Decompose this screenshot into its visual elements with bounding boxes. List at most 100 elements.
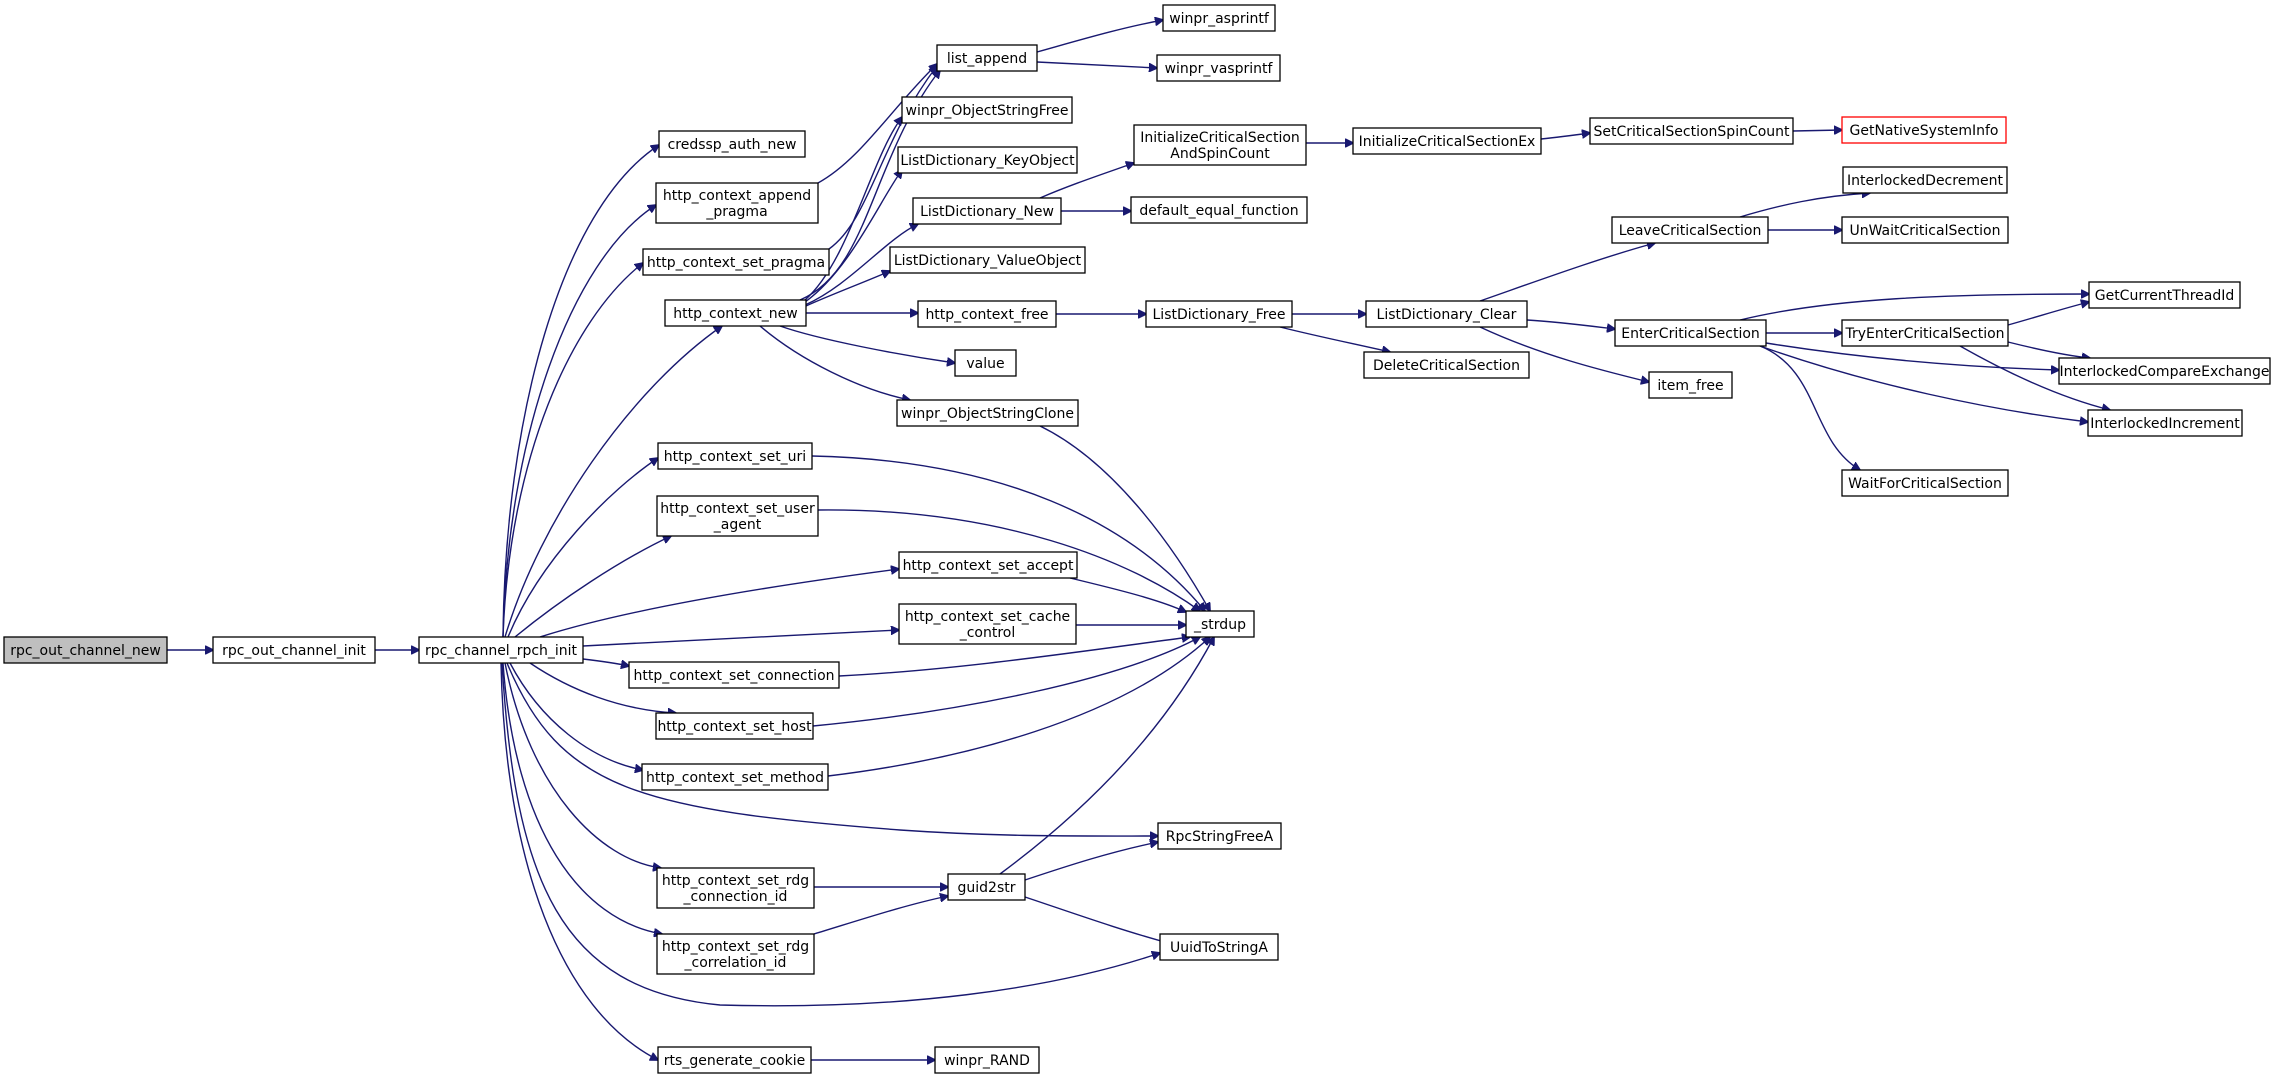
node-interlockedcompareexchange[interactable]: InterlockedCompareExchange [2058, 357, 2271, 385]
edge-rpc_channel_rpch_init-to-http_context_set_rdg_correlation_id [502, 662, 662, 934]
node-http-context-set-pragma[interactable]: http_context_set_pragma [642, 248, 830, 276]
node-winpr-vasprintf[interactable]: winpr_vasprintf [1156, 54, 1281, 82]
node-label: WaitForCriticalSection [1848, 476, 2002, 492]
node-tryentercriticalsection[interactable]: TryEnterCriticalSection [1841, 319, 2009, 347]
node-credssp-auth-new[interactable]: credssp_auth_new [658, 130, 806, 158]
node-http-context-set-method[interactable]: http_context_set_method [641, 763, 829, 791]
node-label: _control [959, 625, 1016, 641]
node-listdictionary-free[interactable]: ListDictionary_Free [1145, 300, 1293, 328]
edge-guid2str-to-RpcStringFreeA [1024, 842, 1158, 881]
node-guid2str[interactable]: guid2str [947, 873, 1026, 901]
node-listdictionary-keyobject[interactable]: ListDictionary_KeyObject [897, 146, 1078, 174]
node-http-context-set-accept[interactable]: http_context_set_accept [898, 551, 1078, 579]
edge-rpc_channel_rpch_init-to-http_context_append_pragma [502, 205, 656, 638]
node-rts-generate-cookie[interactable]: rts_generate_cookie [657, 1046, 812, 1074]
node-http-context-set-user-agent[interactable]: http_context_set_user_agent [656, 495, 819, 537]
node-label: GetCurrentThreadId [2095, 288, 2235, 304]
node-http-context-set-uri[interactable]: http_context_set_uri [657, 442, 813, 470]
node-rpcstringfreea[interactable]: RpcStringFreeA [1157, 822, 1282, 850]
call-arrow [582, 658, 629, 666]
node-rpc-out-channel-init[interactable]: rpc_out_channel_init [212, 636, 376, 664]
node-label: DeleteCriticalSection [1373, 358, 1520, 374]
node-box [1352, 127, 1542, 155]
call-arrow [582, 630, 899, 647]
node-box [1157, 822, 1282, 850]
call-arrow [817, 64, 937, 184]
call-arrow [1540, 133, 1590, 140]
node-label: http_context_new [673, 306, 797, 322]
node-label: http_context_free [925, 307, 1048, 323]
node-http-context-set-host[interactable]: http_context_set_host [655, 712, 814, 740]
edge-EnterCriticalSection-to-InterlockedIncrement [1759, 345, 2088, 422]
node-deletecriticalsection[interactable]: DeleteCriticalSection [1363, 351, 1530, 379]
node-http-context-set-connection[interactable]: http_context_set_connection [628, 661, 840, 689]
node-interlockedincrement[interactable]: InterlockedIncrement [2087, 409, 2243, 437]
node-box [1614, 319, 1767, 347]
node-listdictionary-valueobject[interactable]: ListDictionary_ValueObject [889, 246, 1086, 274]
node-box [897, 146, 1078, 174]
edge-ListDictionary_New-to-InitializeCriticalSectionAndSpinCount [1039, 163, 1134, 199]
node-http-context-free[interactable]: http_context_free [917, 300, 1057, 328]
node-box [656, 933, 815, 975]
node-listdictionary-new[interactable]: ListDictionary_New [912, 197, 1062, 225]
node-http-context-new[interactable]: http_context_new [664, 299, 807, 327]
node-label: _agent [713, 517, 762, 533]
node-rpc-out-channel-new[interactable]: rpc_out_channel_new [3, 636, 168, 664]
edge-list_append-to-winpr_asprintf [1036, 20, 1163, 53]
node-entercriticalsection[interactable]: EnterCriticalSection [1614, 319, 1767, 347]
node-uuidtostringa[interactable]: UuidToStringA [1159, 933, 1279, 961]
node-label: winpr_vasprintf [1165, 61, 1274, 77]
call-arrow [805, 271, 890, 307]
node-box [664, 299, 807, 327]
node-box [2088, 281, 2241, 309]
node-winpr-objectstringfree[interactable]: winpr_ObjectStringFree [901, 96, 1073, 124]
node-label: RpcStringFreeA [1166, 829, 1274, 845]
call-arrow [1526, 319, 1615, 329]
node-setcriticalsectionspincount[interactable]: SetCriticalSectionSpinCount [1589, 117, 1794, 145]
node-label: http_context_set_cache [905, 609, 1070, 625]
node-list-append[interactable]: list_append [936, 44, 1038, 72]
node-label: http_context_set_rdg [662, 939, 809, 955]
edge-LeaveCriticalSection-to-InterlockedDecrement [1739, 193, 1870, 218]
node-rpc-channel-rpch-init[interactable]: rpc_channel_rpch_init [418, 636, 584, 664]
node-http-context-append-pragma[interactable]: http_context_append_pragma [655, 182, 819, 224]
call-arrow [827, 637, 1210, 777]
node-unwaitcriticalsection[interactable]: UnWaitCriticalSection [1841, 216, 2009, 244]
edge-http_context_set_connection-to-_strdup [838, 637, 1190, 677]
node-default-equal-function[interactable]: default_equal_function [1130, 196, 1308, 224]
node-label: TryEnterCriticalSection [1844, 326, 2004, 342]
call-arrow [1959, 345, 2110, 410]
node-http-context-set-rdg-connection-id[interactable]: http_context_set_rdg_connection_id [656, 867, 815, 909]
node-getnativesysteminfo[interactable]: GetNativeSystemInfo [1841, 116, 2007, 144]
node-label: http_context_set_pragma [647, 255, 825, 271]
edge-ListDictionary_Free-to-DeleteCriticalSection [1279, 326, 1390, 352]
node--strdup[interactable]: _strdup [1185, 610, 1255, 638]
node-leavecriticalsection[interactable]: LeaveCriticalSection [1611, 216, 1769, 244]
node-winpr-objectstringclone[interactable]: winpr_ObjectStringClone [896, 399, 1079, 427]
node-box [1130, 196, 1308, 224]
node-label: rpc_out_channel_init [222, 643, 366, 659]
node-waitforcriticalsection[interactable]: WaitForCriticalSection [1841, 469, 2009, 497]
node-label: InterlockedIncrement [2090, 416, 2240, 432]
node-winpr-asprintf[interactable]: winpr_asprintf [1162, 4, 1276, 32]
call-edges [167, 20, 2110, 1060]
node-listdictionary-clear[interactable]: ListDictionary_Clear [1365, 300, 1528, 328]
edge-rpc_channel_rpch_init-to-RpcStringFreeA [506, 662, 1158, 836]
node-item-free[interactable]: item_free [1648, 371, 1733, 399]
edge-http_context_set_pragma-to-list_append [828, 66, 937, 250]
node-value[interactable]: value [954, 349, 1017, 377]
call-arrow [539, 569, 899, 638]
call-arrow [804, 117, 902, 301]
node-getcurrentthreadid[interactable]: GetCurrentThreadId [2088, 281, 2241, 309]
node-box [1841, 116, 2007, 144]
node-initializecriticalsectionex[interactable]: InitializeCriticalSectionEx [1352, 127, 1542, 155]
node-http-context-set-rdg-correlation-id[interactable]: http_context_set_rdg_correlation_id [656, 933, 815, 975]
edge-http_context_new-to-winpr_ObjectStringClone [759, 325, 910, 400]
node-box [1611, 216, 1769, 244]
node-winpr-rand[interactable]: winpr_RAND [934, 1046, 1040, 1074]
node-interlockeddecrement[interactable]: InterlockedDecrement [1842, 166, 2008, 194]
node-http-context-set-cache-control[interactable]: http_context_set_cache_control [898, 603, 1077, 645]
node-label: ListDictionary_New [920, 204, 1054, 220]
